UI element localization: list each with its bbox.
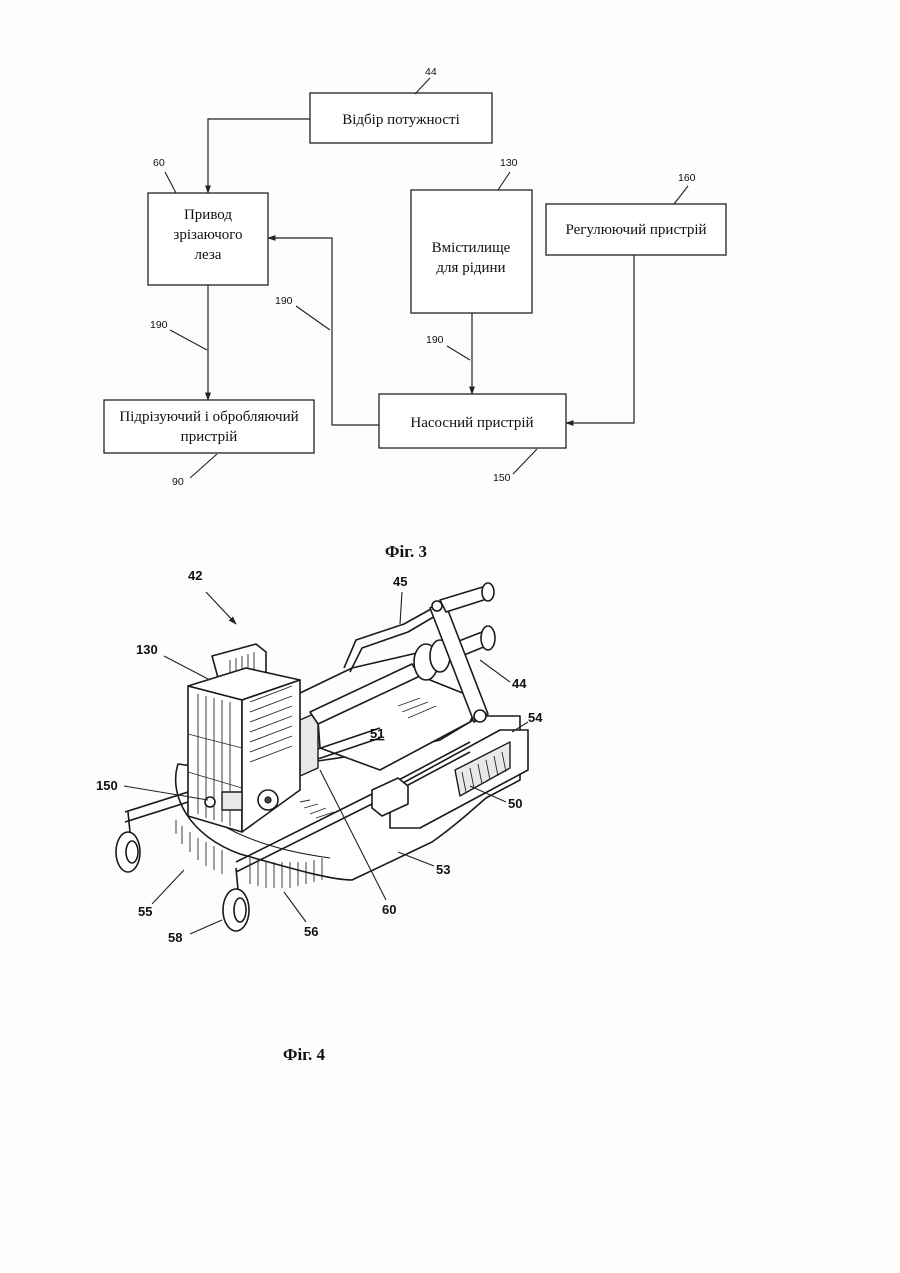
assembly-arrow [206, 592, 236, 624]
fig4-caption: Фіг. 4 [283, 1045, 326, 1064]
ref-130: 130 [500, 157, 518, 169]
leader-44 [415, 78, 430, 94]
leader-53 [398, 852, 434, 866]
block-fluid-container-line-1: Вмістилище [432, 240, 511, 256]
connector-pump-to-drive [268, 238, 379, 425]
ref-60: 60 [153, 157, 165, 169]
shaft-flange [481, 626, 495, 650]
fig3-caption: Фіг. 3 [385, 542, 427, 561]
leader-90 [190, 454, 217, 478]
ref-53: 53 [436, 862, 450, 877]
leader-160 [674, 186, 688, 204]
ref-190-right: 190 [426, 334, 444, 346]
hitch-handle-cap [482, 583, 494, 601]
ref-56: 56 [304, 924, 318, 939]
leader-190-right [447, 346, 470, 360]
block-power-takeoff: Відбір потужності [310, 93, 492, 143]
ref-150: 150 [493, 472, 511, 484]
ref-190-middle: 190 [275, 295, 293, 307]
block-cutting-device-line-2: пристрій [181, 429, 238, 445]
connector-pto-to-drive [208, 119, 310, 193]
leader-150 [513, 449, 537, 474]
block-pump-device: Насосний пристрій [379, 394, 566, 448]
ref-60-fig4: 60 [382, 902, 396, 917]
ref-150-fig4: 150 [96, 778, 118, 793]
ref-51: 51 [370, 726, 384, 741]
pump-body [222, 792, 242, 810]
caster-rear-hub [126, 841, 138, 863]
leader-44-fig4 [480, 660, 510, 682]
ref-190-left: 190 [150, 319, 168, 331]
block-blade-drive: Привод зрізаючого леза [148, 193, 268, 285]
block-blade-drive-line-3: леза [195, 247, 222, 263]
leader-60 [165, 172, 176, 193]
caster-front-hub [234, 898, 246, 922]
block-cutting-device: Підрізуючий і обробляючий пристрій [104, 400, 314, 453]
ref-58: 58 [168, 930, 182, 945]
ref-54: 54 [528, 710, 543, 725]
fig3-block-diagram: Відбір потужності Привод зрізаючого леза… [104, 66, 726, 561]
block-blade-drive-line-2: зрізаючого [173, 227, 242, 243]
block-power-takeoff-label: Відбір потужності [342, 112, 460, 128]
block-pump-device-label: Насосний пристрій [410, 415, 533, 431]
leader-56 [284, 892, 306, 922]
ref-130-fig4: 130 [136, 642, 158, 657]
drive-housing [300, 712, 318, 776]
fig4-machine-illustration: 42 45 130 44 54 51 150 50 53 60 55 56 58 [96, 568, 543, 1064]
ref-160: 160 [678, 172, 696, 184]
ref-55: 55 [138, 904, 152, 919]
leader-130-fig4 [164, 656, 210, 680]
caster-rear-stem [128, 812, 130, 832]
ref-45: 45 [393, 574, 407, 589]
leader-45 [400, 592, 402, 624]
ref-50: 50 [508, 796, 522, 811]
ref-44-fig4: 44 [512, 676, 527, 691]
block-cutting-device-line-1: Підрізуючий і обробляючий [119, 409, 298, 425]
block-blade-drive-line-1: Привод [184, 207, 232, 223]
pump-inlet [205, 797, 215, 807]
leader-190-left [170, 330, 207, 350]
ref-44: 44 [425, 66, 437, 78]
ref-90: 90 [172, 476, 184, 488]
block-regulating-device: Регулюючий пристрій [546, 204, 726, 255]
ref-42: 42 [188, 568, 202, 583]
block-fluid-container: Вмістилище для рідини [411, 190, 532, 313]
connector-regulator-to-pump [566, 255, 634, 423]
leader-130 [498, 172, 510, 190]
caster-wheel-front [223, 868, 249, 931]
block-fluid-container-line-2: для рідини [436, 260, 505, 276]
leader-55 [152, 870, 184, 904]
block-regulating-device-label: Регулюючий пристрій [565, 222, 706, 238]
pump-pulley-hub [265, 797, 271, 803]
leader-190-middle [296, 306, 330, 330]
leader-58 [190, 920, 222, 934]
hitch-pivot-bottom [474, 710, 486, 722]
